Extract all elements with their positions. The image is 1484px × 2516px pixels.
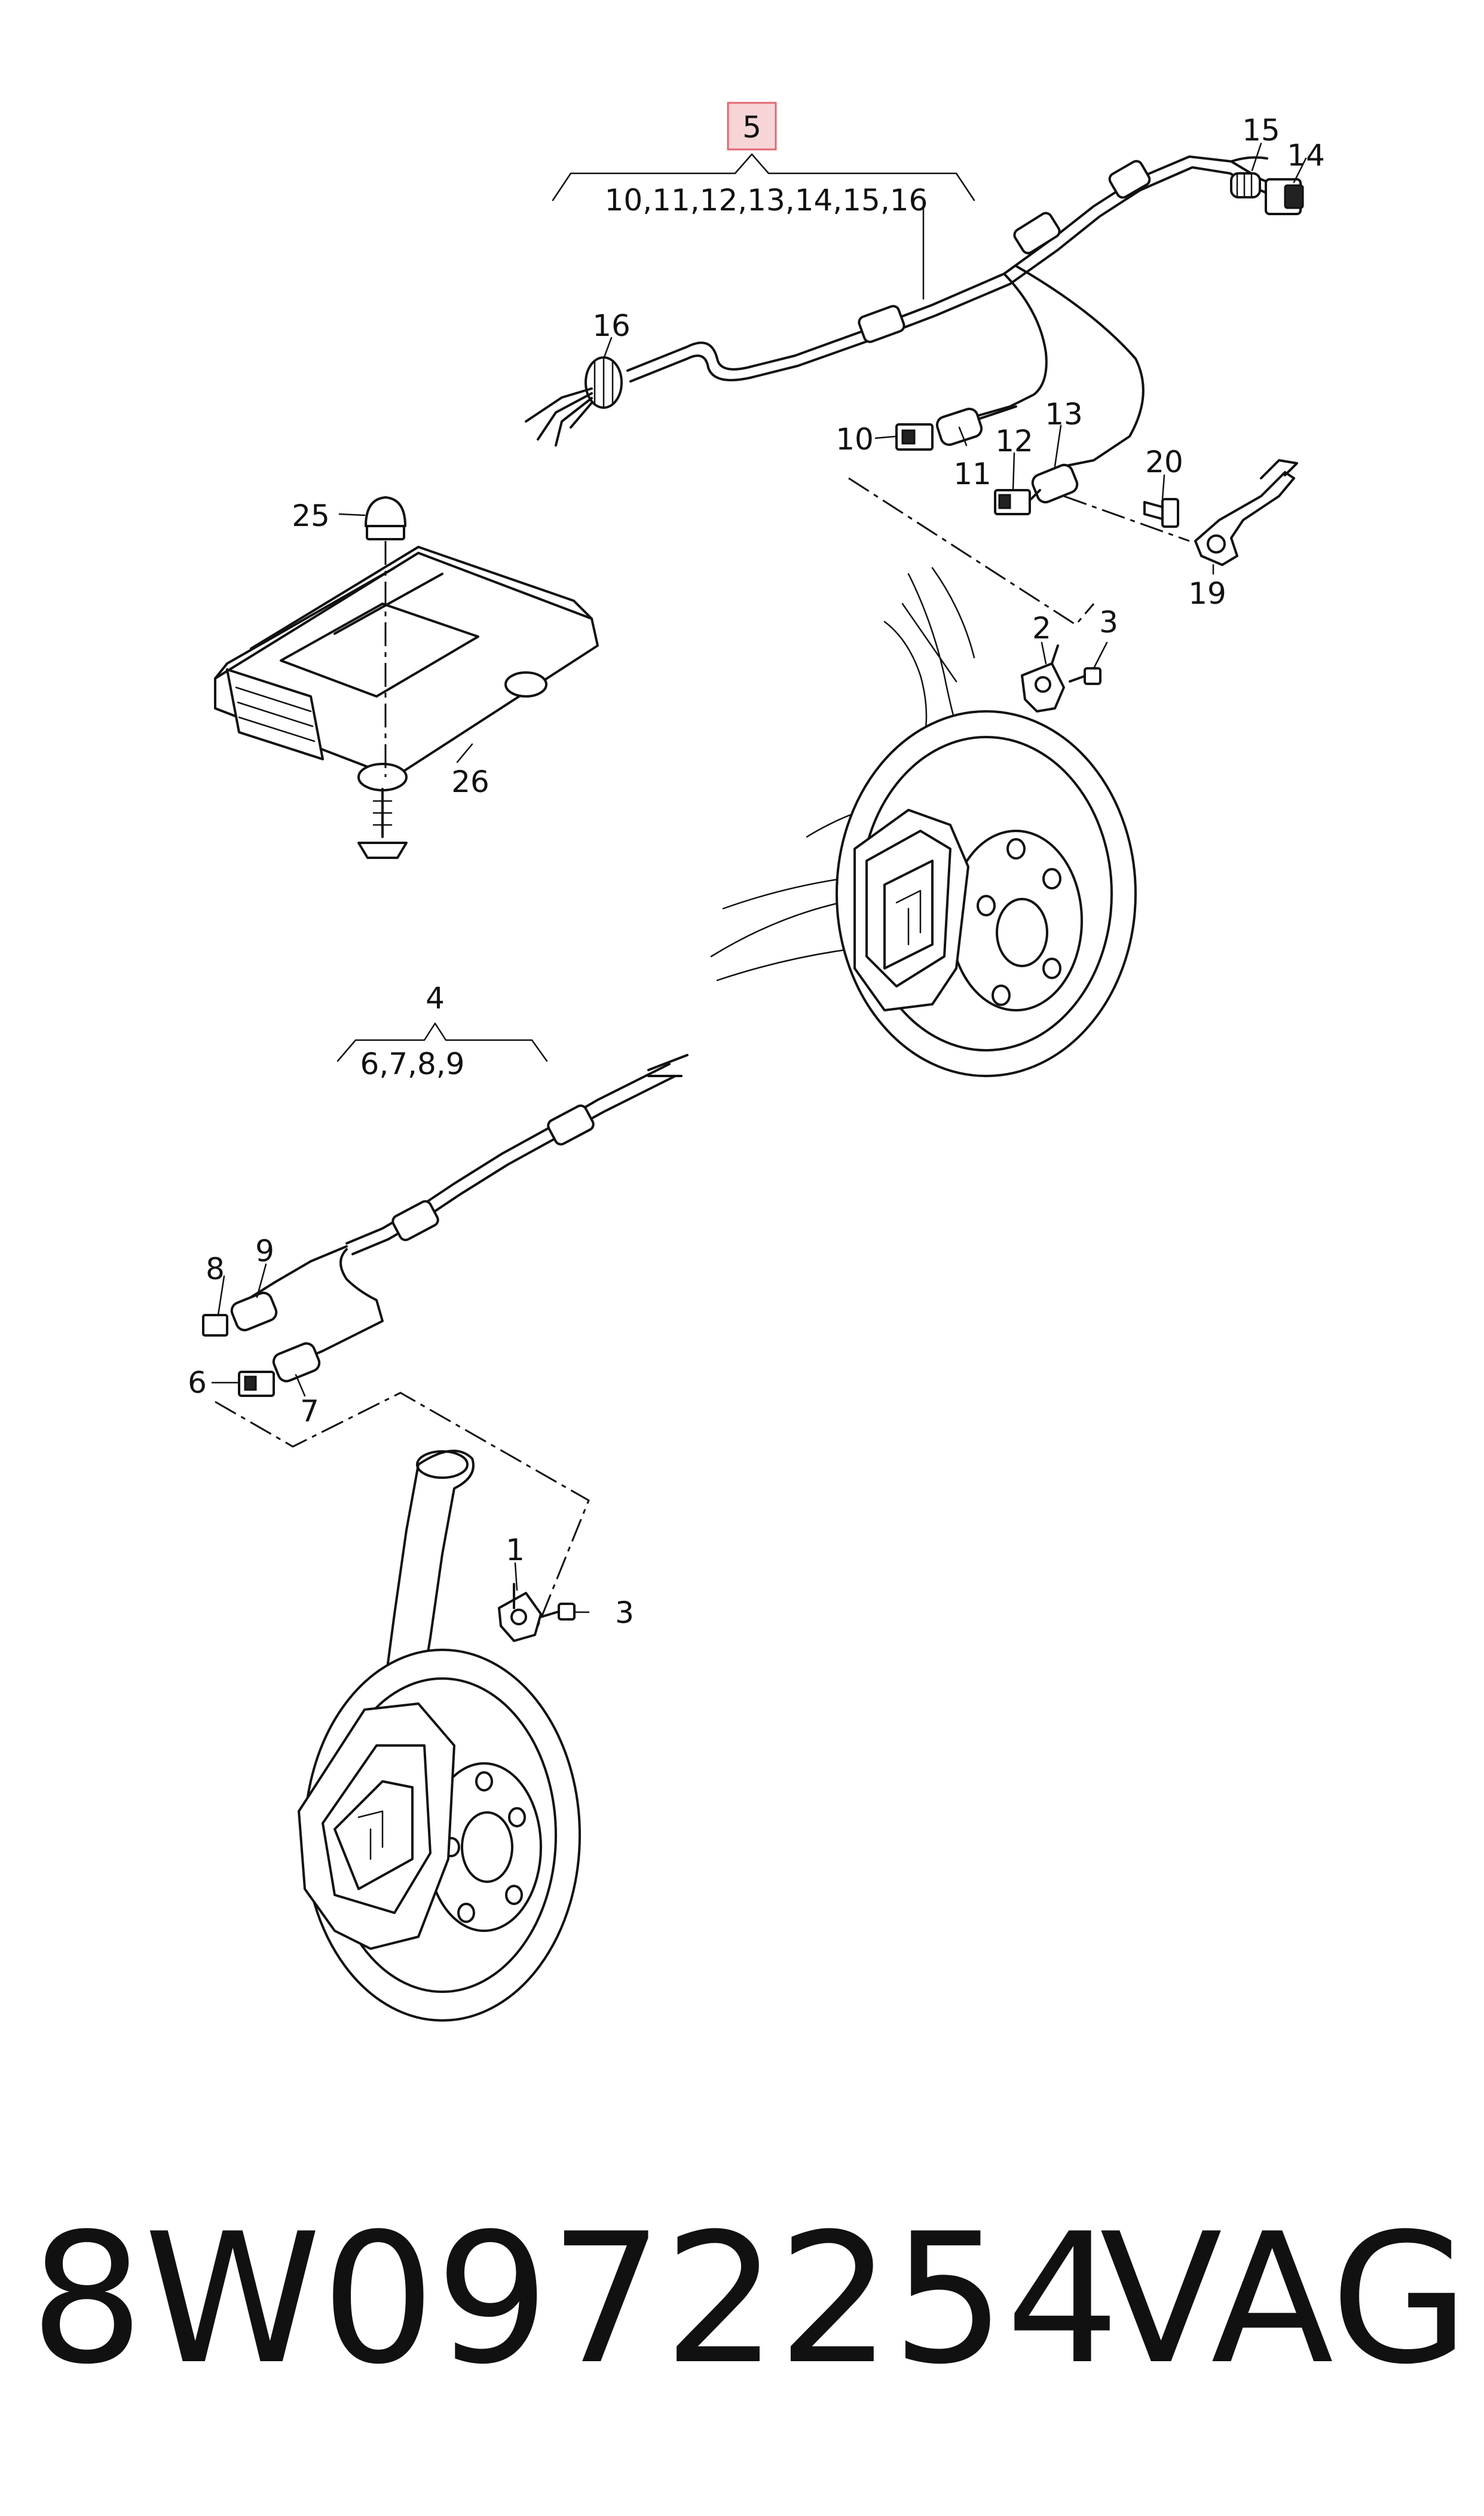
callout-15: 15 xyxy=(1242,113,1280,148)
lower-brake-assembly xyxy=(298,1450,581,2022)
callout-11: 11 xyxy=(953,457,992,491)
harness-sleeve-a xyxy=(858,160,1151,343)
connector-14 xyxy=(1265,178,1304,215)
sensor-1 xyxy=(498,1583,542,1642)
callout-labels: 16 15 14 10 11 12 13 20 19 25 26 2 3 9 8… xyxy=(188,113,1325,1630)
callout-9: 9 xyxy=(255,1234,274,1268)
part-number: 8W0972254 xyxy=(30,2195,1120,2404)
sensor-2 xyxy=(1021,644,1065,713)
leader-lower-to-sensor xyxy=(215,1392,590,1627)
callout-8: 8 xyxy=(206,1252,225,1286)
callout-20: 20 xyxy=(1145,445,1183,479)
group-5-highlight-box xyxy=(727,102,777,151)
grommet-16 xyxy=(525,356,623,447)
wire-seal-9 xyxy=(230,1291,278,1332)
bolt-3-upper xyxy=(1069,667,1101,685)
connector-12 xyxy=(994,489,1031,515)
callout-2: 2 xyxy=(1032,611,1051,646)
cap-25 xyxy=(365,496,406,777)
callout-26: 26 xyxy=(451,765,489,799)
group-4-code: 4 xyxy=(426,981,445,1016)
callout-1: 1 xyxy=(506,1533,525,1567)
callout-10: 10 xyxy=(836,422,874,457)
upper-harness xyxy=(525,155,1304,467)
callout-19: 19 xyxy=(1188,576,1226,611)
control-unit-26 xyxy=(214,546,599,859)
callout-3-lower: 3 xyxy=(615,1595,634,1630)
callout-14: 14 xyxy=(1287,138,1325,173)
grommet-15 xyxy=(1230,172,1261,198)
hub-bolts-upper xyxy=(977,838,1061,1006)
footer-part-number: 8W0972254 VAG xyxy=(30,2195,1469,2404)
group-header-5: 5 10,11,12,13,14,15,16 xyxy=(552,102,975,218)
callout-3-upper: 3 xyxy=(1099,605,1118,640)
callout-12: 12 xyxy=(995,424,1033,458)
bolt-20 xyxy=(1143,498,1179,528)
connector-10 xyxy=(895,423,934,451)
hub-bolts-lower xyxy=(442,1771,526,1923)
leader-upper-to-sensor xyxy=(848,477,1190,626)
upper-brake-assembly xyxy=(710,567,1137,1077)
brand-label: VAG xyxy=(1100,2195,1469,2404)
wire-seal-7 xyxy=(272,1342,321,1383)
group-5-item-range: 10,11,12,13,14,15,16 xyxy=(605,183,928,218)
group-5-code: 5 xyxy=(742,110,761,145)
connector-6 xyxy=(238,1371,275,1397)
callout-leaders xyxy=(211,142,1307,1613)
callout-7: 7 xyxy=(300,1394,319,1429)
callout-6: 6 xyxy=(188,1365,207,1400)
wire-seal-13 xyxy=(1030,463,1079,504)
callout-13: 13 xyxy=(1045,397,1083,432)
group-4-item-range: 6,7,8,9 xyxy=(360,1047,465,1081)
callout-16: 16 xyxy=(592,308,631,343)
group-header-4: 4 6,7,8,9 xyxy=(336,981,548,1081)
lower-harness xyxy=(250,1054,689,1370)
callout-25: 25 xyxy=(292,499,330,533)
connector-8 xyxy=(202,1314,228,1337)
bracket-19 xyxy=(1194,459,1298,566)
